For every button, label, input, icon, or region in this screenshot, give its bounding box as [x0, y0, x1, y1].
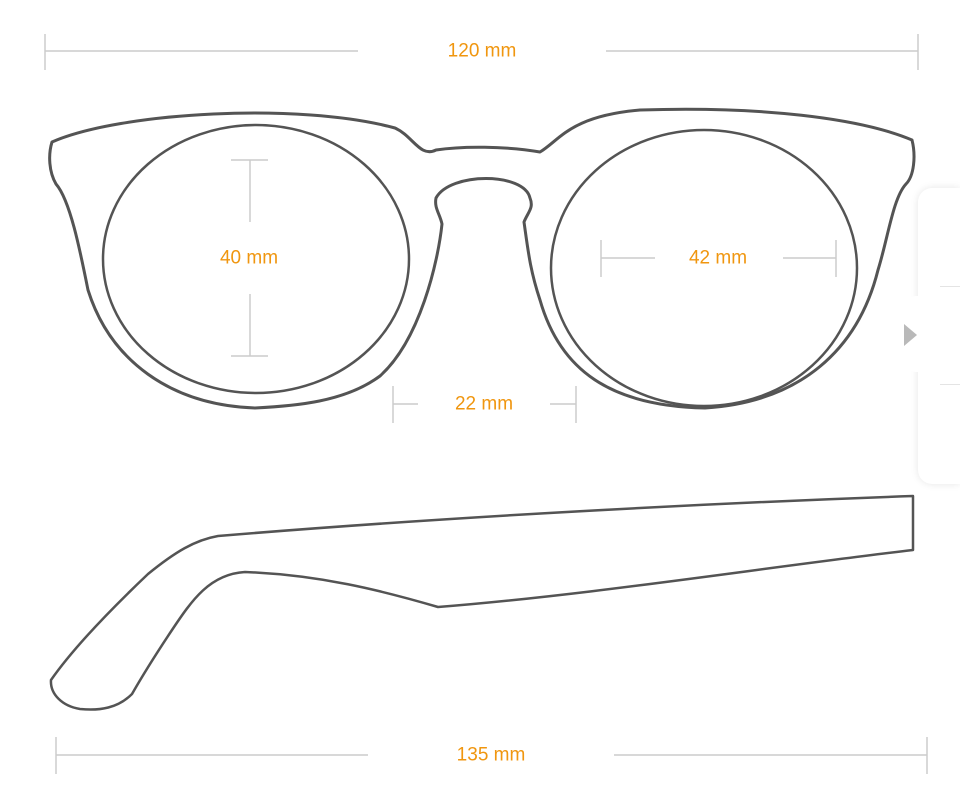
frame-width-label: 120 mm: [447, 40, 517, 62]
dimension-lines: [44, 34, 928, 774]
panel-divider-bottom: [940, 384, 960, 385]
frame-front-outline: [48, 107, 916, 410]
panel-divider-top: [940, 286, 960, 287]
triangle-right-icon: [904, 324, 917, 346]
temple-length-label: 135 mm: [456, 744, 526, 766]
frame-front: [48, 107, 916, 410]
lens-height-label: 40 mm: [219, 247, 279, 269]
lens-width-dimension-line: [600, 240, 837, 277]
lens-width-label: 42 mm: [688, 247, 748, 269]
side-panel-toggle-button[interactable]: [904, 296, 934, 372]
right-lens: [549, 128, 859, 408]
temple-length-dimension-line: [55, 737, 928, 774]
temple-arm-outline: [49, 494, 915, 711]
lens-height-dimension-line: [231, 159, 268, 357]
side-panel: [904, 188, 960, 484]
frame-width-dimension-line: [44, 34, 919, 70]
bridge-width-label: 22 mm: [454, 393, 514, 415]
bridge-width-dimension-line: [392, 386, 577, 423]
temple-arm: [49, 494, 915, 711]
left-lens: [101, 123, 411, 395]
